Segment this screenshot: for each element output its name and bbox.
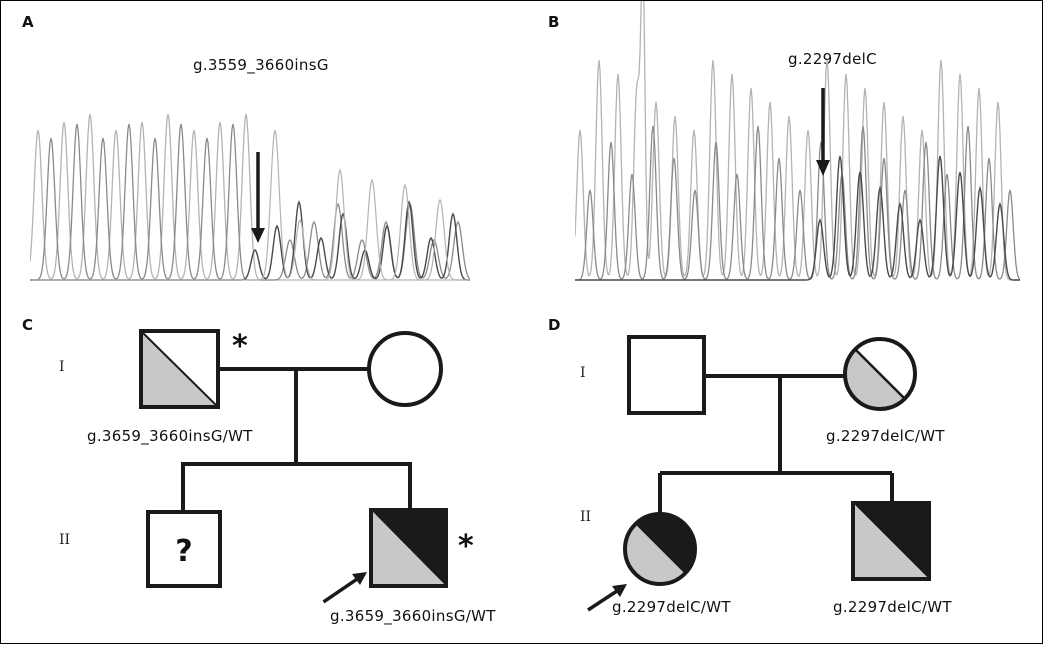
panel-b-trace-1 (575, 0, 1020, 281)
panel-d-mother-symbol (843, 337, 917, 411)
panel-d: D I II g.2297delC/WT (548, 316, 952, 616)
panel-c-proband-symbol (369, 508, 448, 588)
panel-d-generation-i: I (580, 365, 586, 381)
panel-c-proband-asterisk: * (458, 529, 474, 564)
panel-a-trace-4 (30, 129, 470, 281)
panel-c-generation-ii: II (59, 532, 70, 548)
panel-a-mutation-label: g.3559_3660insG (193, 56, 329, 75)
panel-b: B g.2297delC (548, 0, 1020, 281)
panel-c-sibling-symbol (146, 510, 222, 588)
panel-a-arrow (251, 152, 265, 243)
panel-d-pedigree-lines (658, 374, 894, 514)
panel-c-proband-genotype: g.3659_3660insG/WT (330, 607, 496, 626)
panel-b-chromatogram (575, 0, 1020, 281)
panel-c-father-asterisk: * (232, 329, 248, 364)
panel-b-arrow (816, 88, 830, 176)
panel-b-mutation-label: g.2297delC (788, 50, 877, 68)
panel-c-father-genotype: g.3659_3660insG/WT (87, 427, 253, 446)
panel-c-letter: C (22, 316, 33, 334)
panel-b-trace-2 (575, 125, 1020, 281)
panel-a-chromatogram (30, 113, 470, 281)
panel-d-brother-symbol (851, 501, 931, 581)
panel-b-trace-3 (575, 155, 1020, 281)
panel-c-mother-symbol (367, 331, 443, 407)
panel-d-proband-arrow (587, 584, 627, 612)
panel-c-pedigree-lines (181, 367, 412, 514)
panel-d-proband-genotype: g.2297delC/WT (612, 598, 731, 616)
panel-d-mother-genotype: g.2297delC/WT (826, 427, 945, 445)
panel-d-brother-genotype: g.2297delC/WT (833, 598, 952, 616)
panel-d-generation-ii: II (580, 509, 591, 525)
panel-c-proband-arrow (322, 572, 367, 604)
panel-d-letter: D (548, 316, 560, 334)
panel-c-sibling-unknown-mark: ? (175, 534, 192, 569)
panel-d-proband-symbol (623, 512, 697, 586)
panel-b-letter: B (548, 13, 559, 31)
panel-a: A g.3559_3660insG (22, 13, 470, 281)
panel-d-father-symbol (627, 335, 706, 415)
panel-a-trace-1 (30, 113, 470, 281)
panel-c-father-symbol (139, 329, 220, 409)
panel-c-generation-i: I (59, 359, 65, 375)
panel-c: C I II * g.3659_3660insG/WT ? (22, 316, 496, 626)
panel-a-letter: A (22, 13, 34, 31)
